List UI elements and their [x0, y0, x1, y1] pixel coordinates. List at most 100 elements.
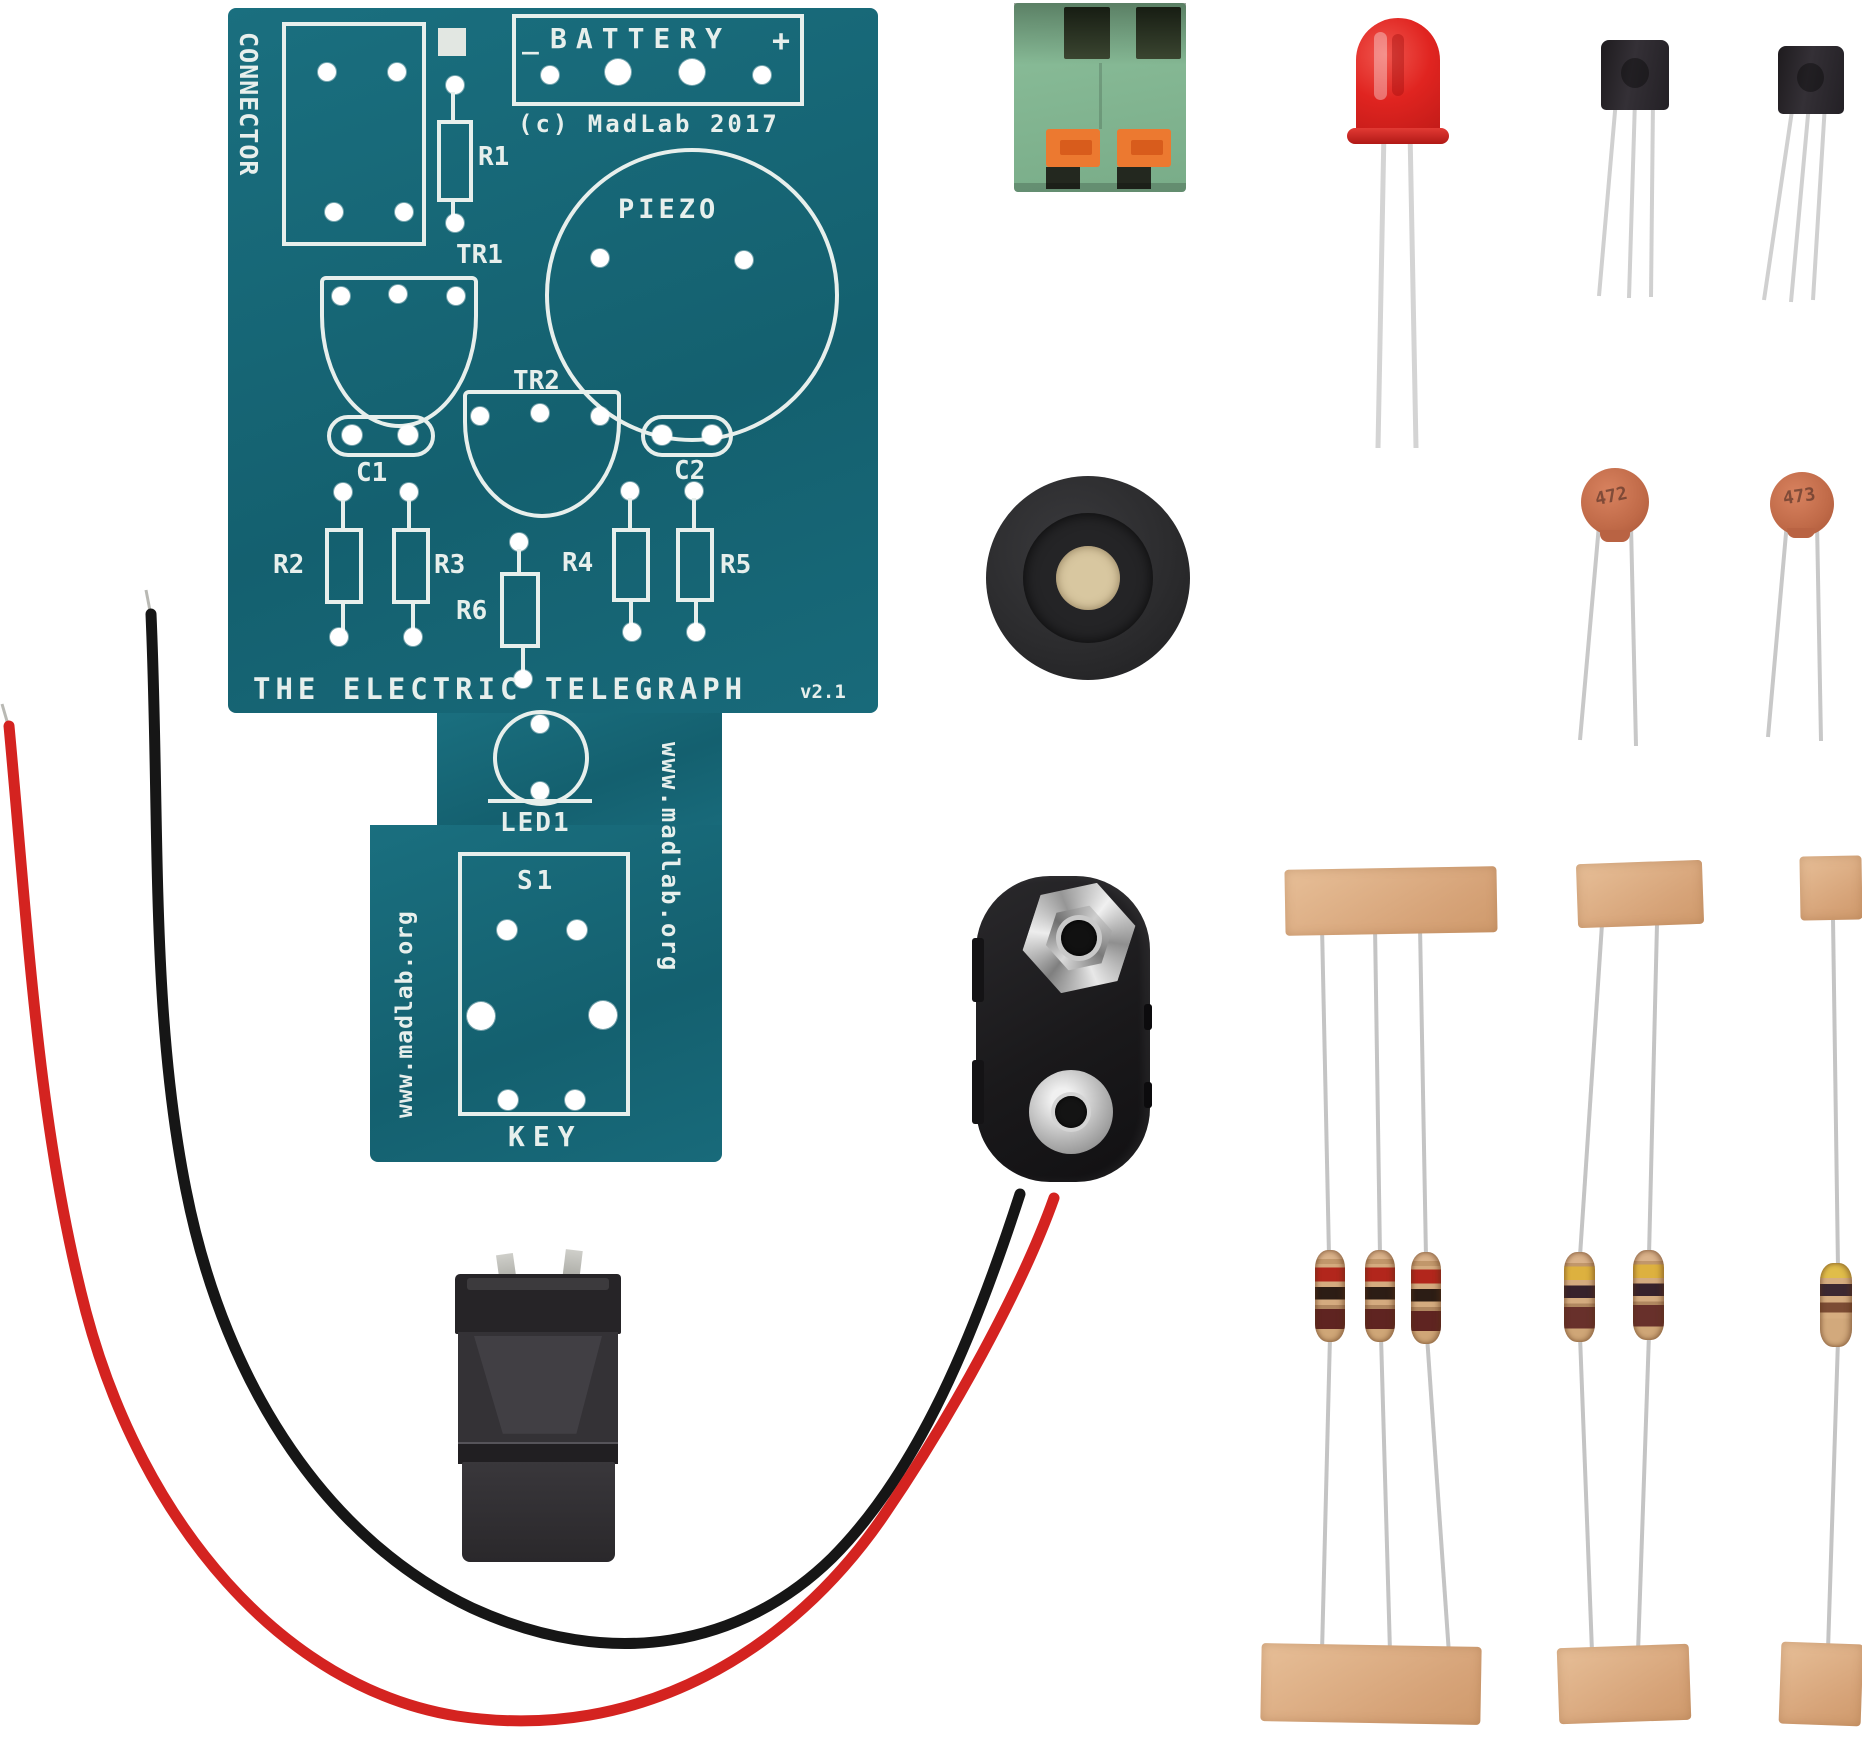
- resistor-lead: [1379, 1335, 1392, 1653]
- capacitor-leg: [1766, 521, 1789, 738]
- led-leg: [1375, 129, 1387, 449]
- resistor-lead: [1578, 923, 1604, 1257]
- pcb-hole: [702, 425, 722, 445]
- capacitor-marking: 473: [1781, 483, 1817, 510]
- r5-label: R5: [720, 550, 752, 580]
- pcb-hole: [395, 203, 413, 221]
- pcb-hole: [510, 533, 528, 551]
- pcb-hole: [334, 483, 352, 501]
- resistor-tape-bottom: [1260, 1643, 1482, 1725]
- resistor-tape-bottom: [1556, 1643, 1692, 1725]
- terminal-slot: [1046, 167, 1080, 189]
- transistor-leg: [1762, 103, 1795, 301]
- capacitor-neck: [1600, 530, 1630, 542]
- terminal-opening: [1136, 7, 1181, 59]
- trace-line: [341, 602, 345, 630]
- trace-line: [629, 600, 633, 626]
- r6-outline: [500, 572, 540, 648]
- transistor-face-dimple: [1621, 58, 1649, 88]
- battery-plus: +: [772, 24, 791, 59]
- button-plunger: [458, 1332, 618, 1444]
- pcb-hole: [591, 407, 609, 425]
- transistor-leg: [1789, 103, 1811, 303]
- piezo-label: PIEZO: [618, 194, 720, 225]
- transistor-leg: [1811, 103, 1827, 301]
- pcb-hole: [735, 251, 753, 269]
- resistor-lead: [1373, 925, 1382, 1257]
- terminal-block: [1014, 3, 1186, 192]
- pcb-hole: [400, 483, 418, 501]
- resistor-tape-top: [1284, 866, 1498, 936]
- pcb-hole: [389, 285, 407, 303]
- resistor-lead: [1578, 1335, 1594, 1653]
- transistor-body: [1778, 46, 1844, 114]
- resistor-lead: [1647, 923, 1659, 1257]
- resistor-body: [1820, 1263, 1852, 1347]
- capacitor-marking: 472: [1593, 482, 1630, 511]
- button-cap-top: [467, 1278, 609, 1290]
- trace-line: [628, 498, 632, 530]
- resistor-body: [1365, 1250, 1395, 1342]
- pcb-hole: [541, 66, 559, 84]
- battery-label: BATTERY: [550, 22, 732, 55]
- resistor-body: [1411, 1252, 1441, 1344]
- pcb-hole: [623, 623, 641, 641]
- pcb-hole: [398, 425, 418, 445]
- pcb-hole: [621, 482, 639, 500]
- pcb-hole: [531, 404, 549, 422]
- r1-label: R1: [478, 142, 510, 172]
- r6-label: R6: [456, 596, 488, 626]
- led1-outline: [493, 710, 589, 806]
- c1-outline: [327, 415, 435, 457]
- transistor-leg: [1597, 99, 1618, 297]
- resistor-lead: [1826, 1339, 1840, 1651]
- pcb-hole: [342, 425, 362, 445]
- trace-line: [692, 498, 696, 530]
- terminal-bottom-edge: [1014, 183, 1186, 192]
- trace-line: [411, 602, 415, 630]
- pcb-hole: [446, 76, 464, 94]
- button-plunger-face: [474, 1336, 602, 1434]
- battery-outline: [512, 14, 804, 106]
- pcb-key-tab: [370, 825, 722, 1162]
- pcb-hole: [467, 1002, 495, 1030]
- snap-side-ridge: [1144, 1082, 1152, 1108]
- resistor-tape-top: [1799, 855, 1862, 921]
- pcb-hole: [531, 782, 549, 800]
- trace-line: [341, 500, 345, 530]
- transistor-leg: [1627, 99, 1637, 299]
- pcb-hole: [753, 66, 771, 84]
- pcb-hole: [531, 715, 549, 733]
- pcb-hole: [471, 407, 489, 425]
- led-leg: [1407, 129, 1419, 449]
- pcb-hole: [498, 1090, 518, 1110]
- resistor-lead: [1418, 925, 1428, 1259]
- terminal-lever: [1046, 129, 1100, 167]
- c2-outline: [641, 415, 733, 457]
- resistor-lead: [1831, 917, 1840, 1269]
- resistor-tape-bottom: [1778, 1641, 1862, 1727]
- piezo-center-hole: [1056, 546, 1120, 610]
- led-bulb: [1356, 18, 1440, 140]
- led-highlight: [1374, 32, 1387, 100]
- capacitor-leg: [1815, 521, 1823, 742]
- trace-line: [407, 500, 411, 530]
- pcb-hole: [325, 203, 343, 221]
- resistor-tape-top: [1575, 859, 1705, 929]
- snap-side-tab: [972, 1060, 984, 1124]
- terminal-seam: [1099, 63, 1102, 129]
- capacitor-disc: 473: [1770, 472, 1834, 536]
- trace-line: [451, 92, 455, 122]
- push-button: [452, 1248, 624, 1563]
- resistor-lead: [1320, 1335, 1332, 1653]
- resistor-body: [1564, 1252, 1595, 1342]
- transistor-leg: [1649, 99, 1655, 298]
- red-wire: [3, 720, 1060, 1727]
- pcb-hole: [687, 623, 705, 641]
- led-flange: [1347, 128, 1449, 144]
- battery-minus: _: [522, 22, 539, 55]
- pcb-hole: [447, 287, 465, 305]
- trace-line: [521, 646, 525, 672]
- r1-outline: [437, 120, 473, 202]
